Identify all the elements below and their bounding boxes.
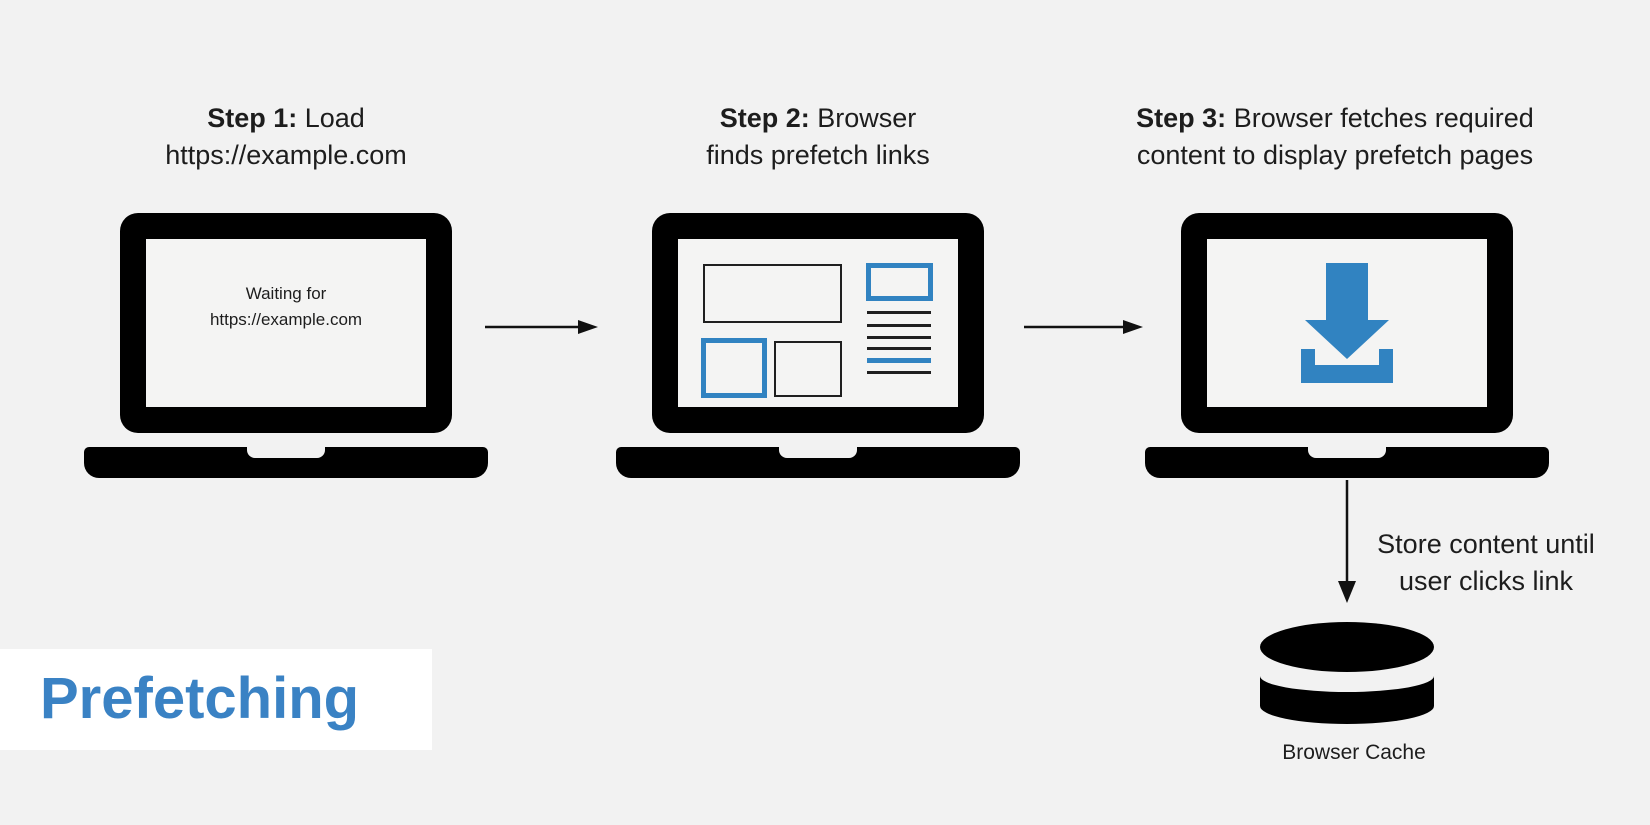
brand-banner: Prefetching: [0, 649, 432, 750]
laptop-notch: [1308, 447, 1386, 458]
laptop-notch: [779, 447, 857, 458]
laptop-wireframe-icon: [616, 213, 1020, 478]
cache-label: Browser Cache: [1282, 741, 1426, 764]
step3-title: Step 3: Browser fetches required content…: [1065, 100, 1605, 174]
wireframe-hero-block: [703, 264, 842, 323]
wireframe-content-block: [774, 341, 842, 397]
wireframe-text-line: [867, 347, 931, 350]
brand-title: Prefetching: [40, 666, 360, 731]
step2-label: Step 2:: [719, 103, 810, 133]
laptop-body: [1181, 213, 1513, 433]
wireframe-text-line: [867, 311, 931, 314]
database-icon: [1260, 622, 1434, 724]
laptop-screen: [678, 239, 958, 407]
laptop-notch: [247, 447, 325, 458]
step3-title-line1: Step 3: Browser fetches required: [1136, 103, 1534, 133]
step3-title-line2: content to display prefetch pages: [1136, 140, 1534, 170]
laptop-icon: Waiting for https://example.com: [84, 213, 488, 478]
laptop-body: Waiting for https://example.com: [120, 213, 452, 433]
laptop-screen: [1207, 239, 1487, 407]
laptop-body: [652, 213, 984, 433]
screen-status-text: Waiting for https://example.com: [209, 284, 363, 329]
step3-label: Step 3:: [1136, 103, 1227, 133]
step2-title: Step 2: Browser finds prefetch links: [548, 100, 1088, 174]
step1-title-line2: https://example.com: [165, 140, 407, 170]
arrow-right-icon: [485, 320, 598, 334]
laptop-base: [1145, 447, 1549, 478]
step2-title-line2: finds prefetch links: [706, 140, 930, 170]
step1-title: Step 1: Load https://example.com: [16, 100, 556, 174]
laptop-download-icon: [1145, 213, 1549, 478]
wireframe-prefetch-link-block: [866, 263, 933, 301]
wireframe-text-line: [867, 324, 931, 327]
step2-title-line1: Step 2: Browser: [719, 103, 917, 133]
arrow-right-icon: [1024, 320, 1143, 334]
wireframe-text-line: [867, 371, 931, 374]
wireframe-prefetch-link-block: [701, 338, 767, 398]
step1-title-line1: Step 1: Load: [207, 103, 365, 133]
wireframe-text-line: [867, 336, 931, 339]
download-icon: [1301, 263, 1393, 383]
wireframe-prefetch-text-line: [867, 358, 931, 363]
laptop-base: [84, 447, 488, 478]
laptop-screen: Waiting for https://example.com: [146, 239, 426, 407]
arrow-down-icon: [1338, 480, 1356, 603]
cache-note: Store content until user clicks link: [1377, 529, 1595, 596]
laptop-base: [616, 447, 1020, 478]
step1-label: Step 1:: [207, 103, 298, 133]
